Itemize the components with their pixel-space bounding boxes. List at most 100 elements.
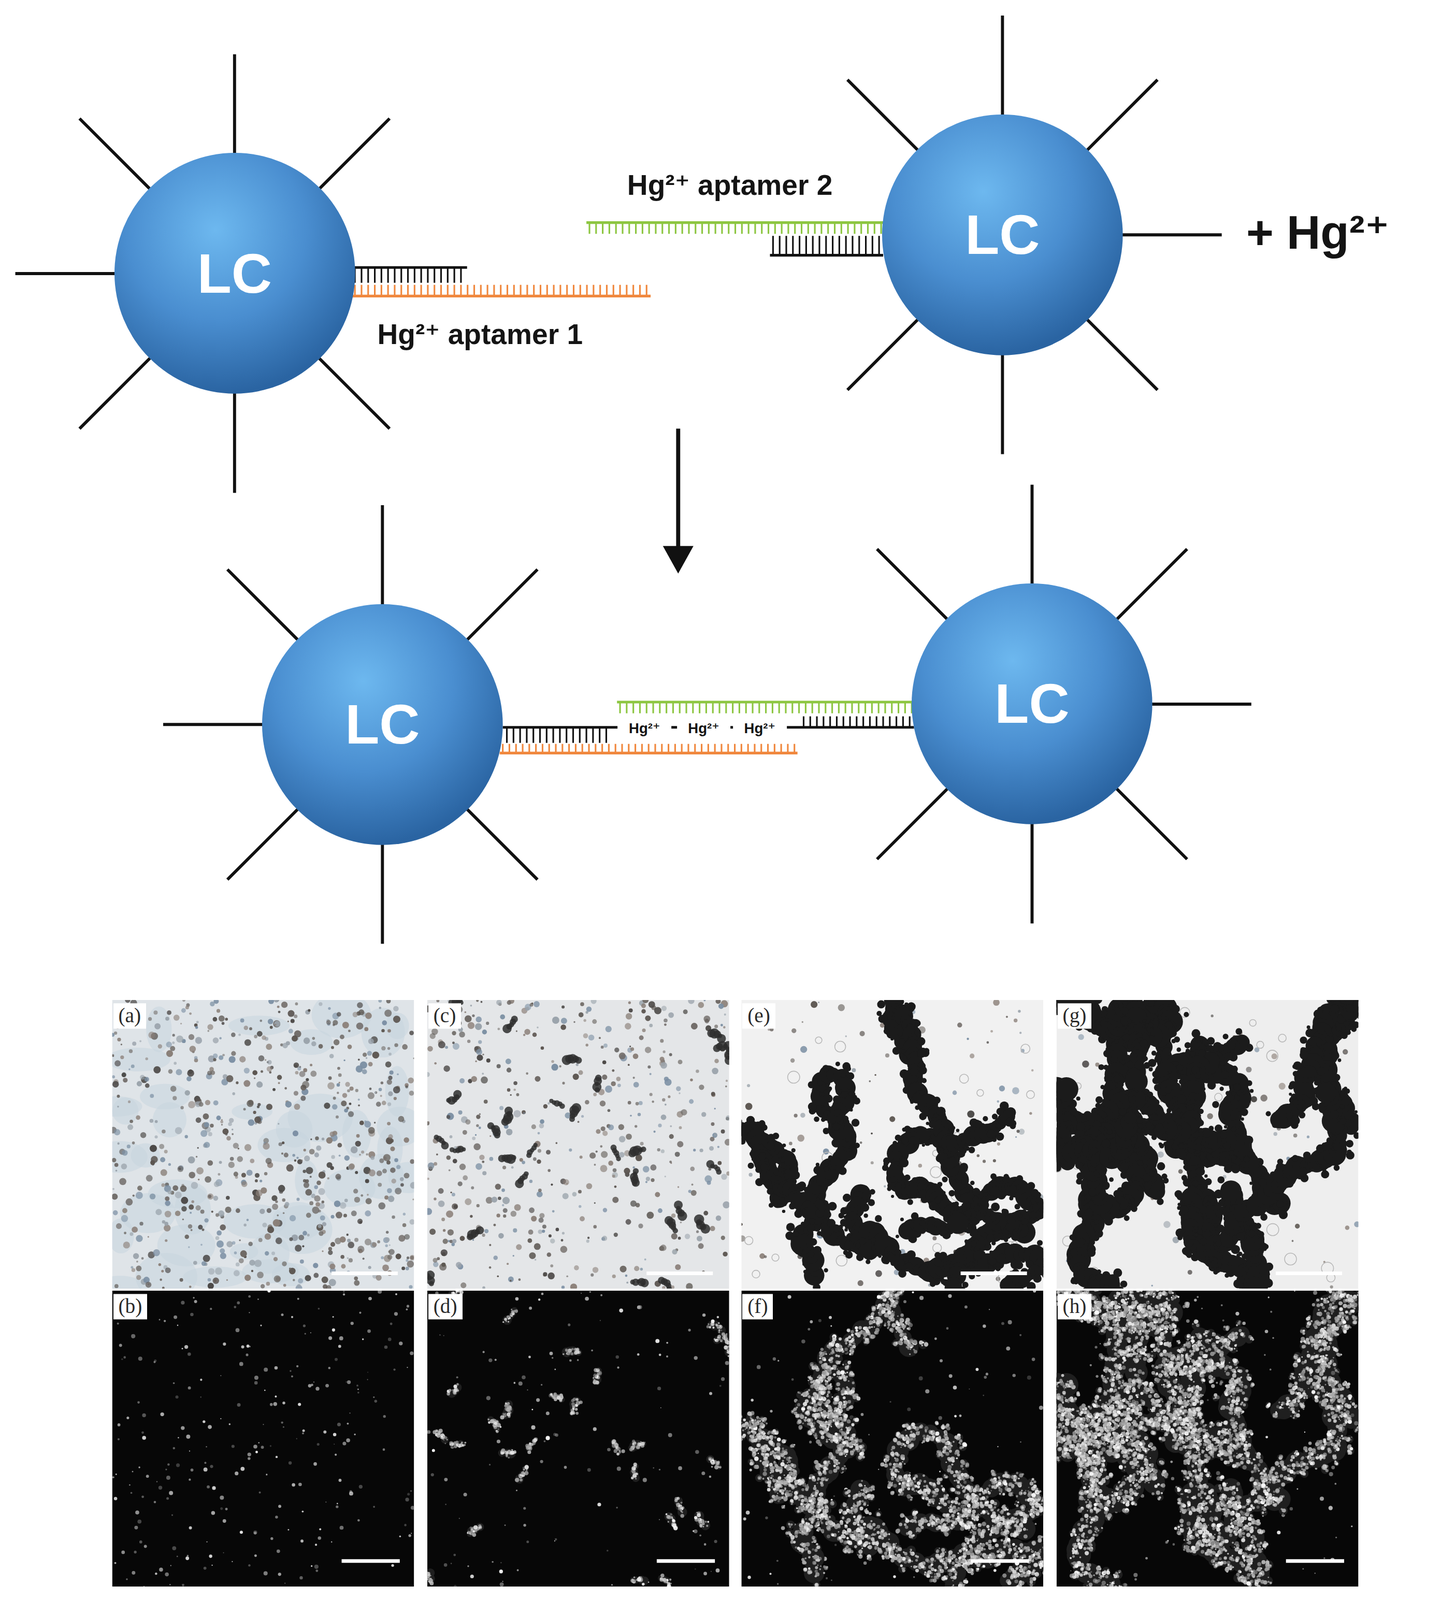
droplet <box>378 1202 386 1210</box>
droplet <box>618 1052 626 1059</box>
droplet <box>304 1274 311 1281</box>
droplet <box>390 1166 396 1173</box>
base-tick <box>778 701 781 714</box>
droplet <box>438 1040 446 1048</box>
droplet <box>385 1061 392 1068</box>
droplet <box>200 1243 203 1246</box>
droplet <box>405 1085 409 1089</box>
droplet <box>611 1171 618 1178</box>
droplet <box>129 1119 134 1123</box>
droplet <box>464 1014 472 1022</box>
droplet <box>123 1231 127 1234</box>
droplet <box>493 1223 496 1227</box>
droplet <box>254 1172 260 1178</box>
droplet <box>344 1155 350 1161</box>
bright-speck <box>313 1461 317 1466</box>
aptamer-strand <box>586 222 884 235</box>
strand-backbone <box>616 700 913 703</box>
droplet <box>632 1053 639 1059</box>
base-tick <box>459 267 462 283</box>
droplet <box>528 1229 534 1235</box>
base-tick <box>558 727 561 743</box>
droplet <box>381 1100 387 1105</box>
droplet <box>132 1193 135 1196</box>
base-tick <box>836 716 838 728</box>
base-tick <box>831 235 834 255</box>
bright-speck <box>175 1394 179 1399</box>
droplet <box>624 1022 632 1030</box>
aggregate-blob <box>441 1141 450 1150</box>
droplet <box>627 1100 632 1105</box>
aggregate-blob <box>476 1226 485 1235</box>
droplet <box>295 1070 299 1075</box>
bright-speck <box>176 1462 180 1467</box>
droplet <box>365 1153 369 1156</box>
droplet <box>148 1016 152 1021</box>
droplet <box>226 1135 232 1141</box>
base-tick <box>579 727 581 743</box>
base-tick <box>561 743 564 754</box>
droplet <box>657 1207 663 1213</box>
bright-speck <box>291 1375 294 1378</box>
droplet <box>462 1129 468 1135</box>
bright-speck <box>254 1553 257 1557</box>
droplet <box>191 1181 199 1189</box>
base-tick <box>426 267 429 283</box>
bright-speck <box>117 1322 120 1325</box>
base-tick <box>453 267 456 283</box>
base-tick <box>621 743 623 754</box>
droplet <box>135 1114 141 1120</box>
droplet <box>587 1236 590 1239</box>
bright-speck <box>261 1445 265 1449</box>
bright-speck <box>334 1453 337 1456</box>
droplet <box>649 1023 653 1028</box>
bright-speck <box>128 1483 131 1486</box>
droplet <box>219 1247 225 1253</box>
droplet <box>146 1174 153 1182</box>
bright-speck <box>117 1422 121 1426</box>
droplet <box>258 1237 263 1242</box>
droplet <box>711 1091 716 1096</box>
droplet <box>207 1070 212 1075</box>
droplet <box>181 1007 186 1013</box>
base-tick <box>807 222 810 235</box>
bright-speck <box>220 1374 222 1376</box>
droplet <box>354 1196 360 1203</box>
droplet <box>497 1196 502 1201</box>
droplet <box>625 1133 632 1140</box>
capture-strand <box>507 727 607 743</box>
droplet <box>361 1149 365 1154</box>
droplet <box>278 1010 281 1014</box>
droplet <box>438 1187 444 1194</box>
bright-speck <box>269 1444 272 1447</box>
droplet <box>172 1184 179 1191</box>
droplet <box>659 1245 665 1251</box>
bright-speck <box>154 1572 157 1575</box>
base-tick <box>865 235 867 255</box>
droplet <box>357 1245 365 1252</box>
droplet <box>241 1172 247 1177</box>
droplet <box>661 1285 666 1289</box>
droplet <box>311 1205 320 1214</box>
droplet <box>318 1171 326 1179</box>
droplet <box>200 1209 205 1214</box>
droplet <box>278 1081 281 1084</box>
bright-speck <box>169 1583 171 1585</box>
bright-speck <box>236 1301 240 1305</box>
droplet <box>334 1200 341 1207</box>
droplet <box>218 1209 225 1217</box>
droplet <box>506 1128 513 1135</box>
droplet <box>657 1123 662 1128</box>
droplet <box>476 999 479 1002</box>
droplet <box>483 1099 488 1104</box>
bright-speck <box>166 1475 171 1480</box>
micrograph <box>427 1290 730 1587</box>
droplet <box>674 1151 681 1157</box>
bright-speck <box>390 1322 393 1325</box>
droplet <box>149 1118 154 1123</box>
bright-speck <box>159 1318 161 1321</box>
droplet <box>674 1263 681 1270</box>
droplet <box>470 1004 473 1007</box>
droplet <box>387 1090 393 1096</box>
droplet <box>165 1266 171 1273</box>
